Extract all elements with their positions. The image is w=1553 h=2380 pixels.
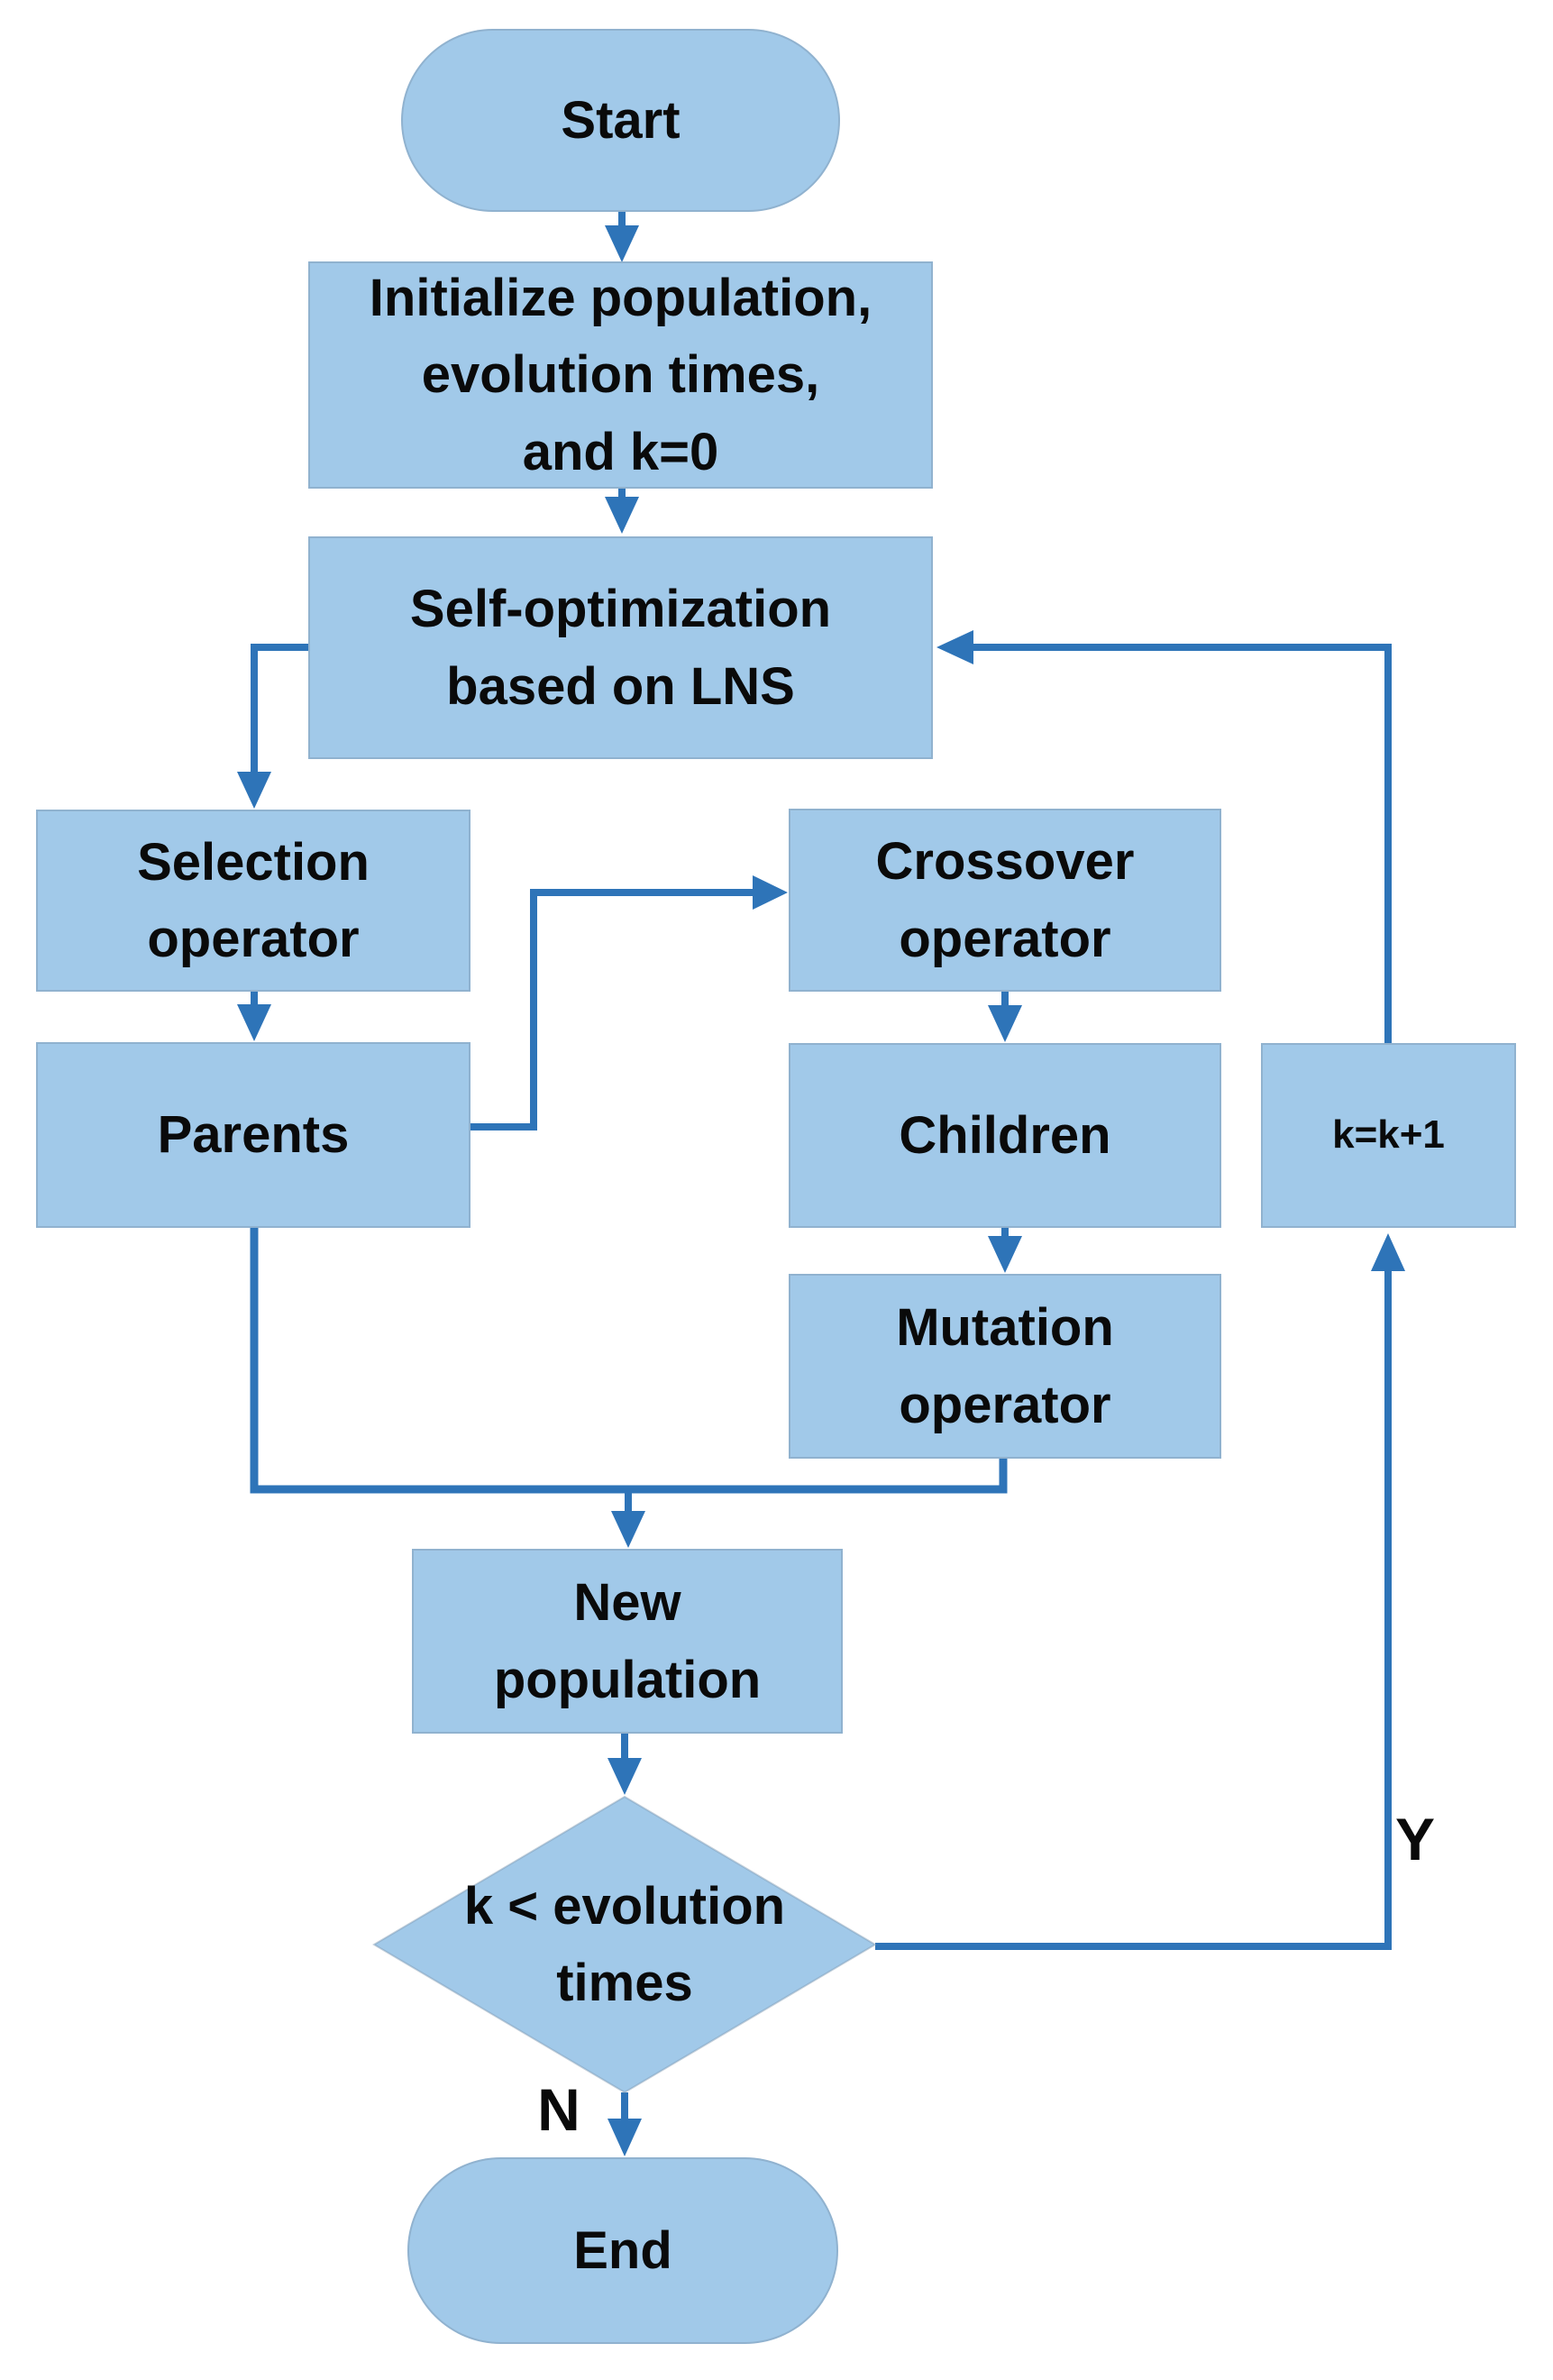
- node-parents-label: Parents: [157, 1105, 350, 1165]
- node-self-optimization-line2: based on LNS: [446, 656, 795, 716]
- node-initialize-line2: evolution times,: [421, 345, 820, 405]
- arrowhead-down-icon: [237, 1004, 271, 1041]
- node-initialize-line3: and k=0: [522, 422, 719, 481]
- arrowhead-down-icon: [611, 1511, 645, 1548]
- node-parents: Parents: [36, 1042, 470, 1228]
- arrowhead-down-icon: [607, 1758, 642, 1795]
- node-decision-text: k < evolution times: [390, 1854, 859, 2035]
- arrowhead-right-icon: [753, 875, 788, 910]
- node-self-optimization: Self-optimization based on LNS: [308, 536, 933, 759]
- node-k-increment-label: k=k+1: [1332, 1112, 1445, 1158]
- node-initialize: Initialize population, evolution times, …: [308, 261, 933, 489]
- arrowhead-down-icon: [988, 1005, 1022, 1042]
- arrowhead-down-icon: [607, 2119, 642, 2156]
- edge-decision-kbox-yes: [875, 1271, 1392, 1950]
- arrowhead-down-icon: [605, 497, 639, 534]
- node-crossover-operator: Crossover operator: [789, 809, 1221, 992]
- node-selection-line2: operator: [147, 910, 360, 968]
- node-k-increment: k=k+1: [1261, 1043, 1516, 1228]
- node-crossover-line2: operator: [899, 909, 1111, 968]
- node-mutation-line2: operator: [899, 1375, 1111, 1434]
- node-decision-shape: [372, 1795, 877, 2094]
- node-start: Start: [401, 29, 840, 212]
- edge-selfopt-selection: [251, 644, 308, 774]
- node-new-population-line2: population: [493, 1650, 762, 1709]
- node-selection-line1: Selection: [137, 832, 370, 892]
- node-end: End: [407, 2157, 838, 2344]
- arrowhead-left-icon: [936, 630, 973, 664]
- edge-label-no: N: [523, 2069, 595, 2150]
- node-self-optimization-line1: Self-optimization: [409, 580, 832, 639]
- edge-label-yes-text: Y: [1395, 1806, 1436, 1872]
- edge-kbox-selfopt: [973, 644, 1392, 1043]
- node-crossover-line1: Crossover: [875, 832, 1135, 892]
- arrowhead-down-icon: [988, 1236, 1022, 1273]
- edge-label-yes: Y: [1395, 1799, 1467, 1880]
- node-selection-operator: Selection operator: [36, 810, 470, 992]
- edge-parents-crossover: [470, 889, 753, 1130]
- node-end-label: End: [573, 2220, 672, 2280]
- edge-label-no-text: N: [537, 2076, 580, 2143]
- node-start-label: Start: [561, 90, 681, 150]
- node-mutation-line1: Mutation: [896, 1298, 1114, 1358]
- node-initialize-line1: Initialize population,: [369, 269, 872, 328]
- node-new-population-line1: New: [573, 1573, 681, 1633]
- arrowhead-down-icon: [237, 772, 271, 809]
- arrowhead-down-icon: [605, 225, 639, 262]
- node-mutation-operator: Mutation operator: [789, 1274, 1221, 1459]
- node-children-label: Children: [899, 1105, 1111, 1165]
- node-children: Children: [789, 1043, 1221, 1228]
- node-new-population: New population: [412, 1549, 843, 1734]
- node-decision-line1: k < evolution: [463, 1876, 786, 1936]
- arrowhead-up-icon: [1371, 1233, 1405, 1271]
- node-decision-line2: times: [556, 1954, 693, 2012]
